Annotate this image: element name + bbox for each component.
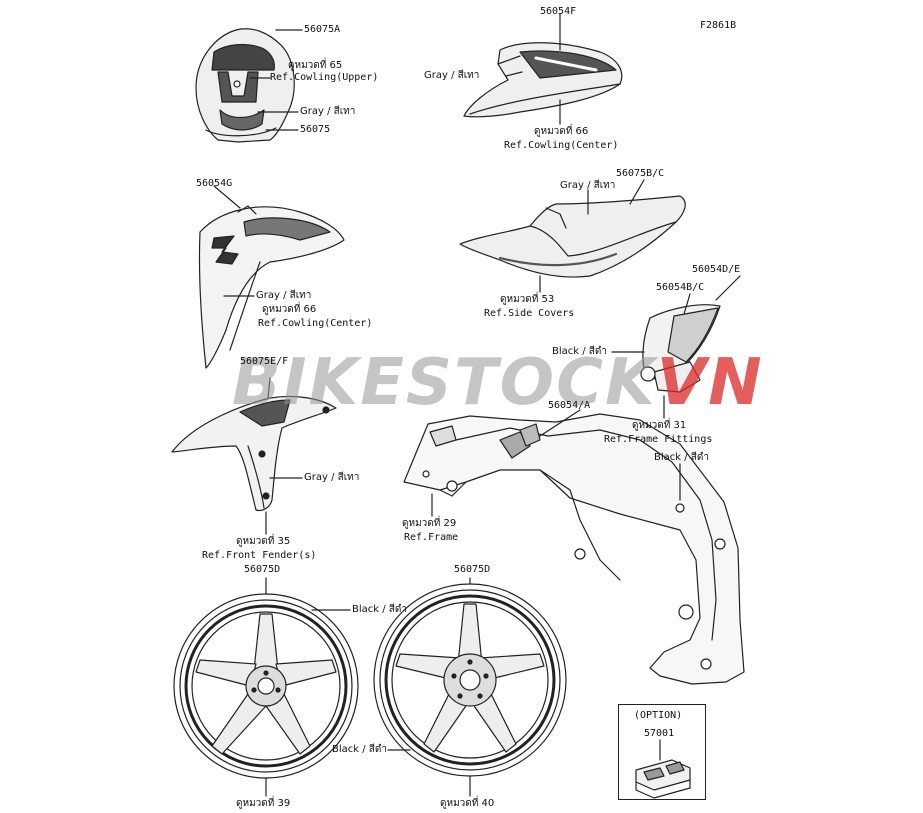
option-part-icon: [635, 759, 691, 799]
part-number-56054F[interactable]: 56054F: [540, 6, 577, 17]
front-wheel-icon: [173, 593, 359, 779]
part-number-57001[interactable]: 57001: [644, 728, 675, 739]
leader-line: [683, 293, 691, 315]
frame-ref-thai: ดูหมวดที่ 29: [402, 518, 457, 529]
leader-line: [539, 409, 581, 437]
upper-cowling-icon: [195, 28, 295, 143]
part-number-56075D-front[interactable]: 56075D: [244, 564, 281, 575]
upper-ref-thai: ดูหมวดที่ 65: [288, 60, 343, 71]
part-number-56075A[interactable]: 56075A: [304, 24, 341, 35]
part-number-56054BC[interactable]: 56054B/C: [656, 282, 705, 293]
option-label: (OPTION): [634, 710, 683, 721]
frame-icon: [403, 413, 745, 685]
leader-line: [213, 185, 241, 209]
side-cover-icon: [459, 195, 686, 278]
upper-color-label: Gray / สีเทา: [300, 106, 356, 117]
center-ref-thai: ดูหมวดที่ 66: [534, 126, 589, 137]
part-number-56075EF[interactable]: 56075E/F: [240, 356, 289, 367]
fender-ref-link[interactable]: Ref.Front Fender(s): [202, 550, 317, 561]
upper-ref-link[interactable]: Ref.Cowling(Upper): [270, 72, 379, 83]
center-color-label: Gray / สีเทา: [424, 70, 480, 81]
left-ref-link[interactable]: Ref.Cowling(Center): [258, 318, 373, 329]
side-cowling-icon: [198, 205, 345, 369]
part-number-56054G[interactable]: 56054G: [196, 178, 233, 189]
fender-color-label: Gray / สีเทา: [304, 472, 360, 483]
fitting-ref-thai: ดูหมวดที่ 31: [632, 420, 687, 431]
left-color-label: Gray / สีเทา: [256, 290, 312, 301]
watermark: BIKESTOCKVN: [232, 348, 764, 418]
center-cowling-icon: [463, 42, 623, 118]
part-number-56054DE[interactable]: 56054D/E: [692, 264, 741, 275]
watermark-text: BIKESTOCK: [232, 346, 657, 420]
leader-line: [629, 179, 645, 205]
left-ref-thai: ดูหมวดที่ 66: [262, 304, 317, 315]
fitting-color-label: Black / สีดำ: [552, 346, 607, 357]
fender-ref-thai: ดูหมวดที่ 35: [236, 536, 291, 547]
frame-ref-link[interactable]: Ref.Frame: [404, 532, 459, 543]
rear-wheel-ref-thai: ดูหมวดที่ 40: [440, 798, 495, 809]
fitting-ref-link[interactable]: Ref.Frame Fittings: [604, 434, 713, 445]
part-number-56075D-rear[interactable]: 56075D: [454, 564, 491, 575]
side-ref-thai: ดูหมวดที่ 53: [500, 294, 555, 305]
leader-line: [267, 377, 271, 399]
frame-fitting-icon: [640, 304, 721, 393]
leader-line: [505, 71, 523, 77]
part-number-56054A[interactable]: 56054/A: [548, 400, 591, 411]
front-wheel-ref-thai: ดูหมวดที่ 39: [236, 798, 291, 809]
diagram-code: F2861B: [700, 20, 737, 31]
frame-color-label: Black / สีดำ: [654, 452, 709, 463]
rear-wheel-icon: [373, 583, 567, 777]
rear-wheel-color-label: Black / สีดำ: [332, 744, 387, 755]
side-color-label: Gray / สีเทา: [560, 180, 616, 191]
option-box: [618, 704, 706, 800]
part-number-56075BC[interactable]: 56075B/C: [616, 168, 665, 179]
center-ref-link[interactable]: Ref.Cowling(Center): [504, 140, 619, 151]
front-wheel-color-label: Black / สีดำ: [352, 604, 407, 615]
side-ref-link[interactable]: Ref.Side Covers: [484, 308, 575, 319]
leader-line: [715, 275, 741, 301]
watermark-accent-text: VN: [656, 346, 764, 420]
part-number-56075[interactable]: 56075: [300, 124, 331, 135]
front-fender-icon: [171, 395, 337, 512]
